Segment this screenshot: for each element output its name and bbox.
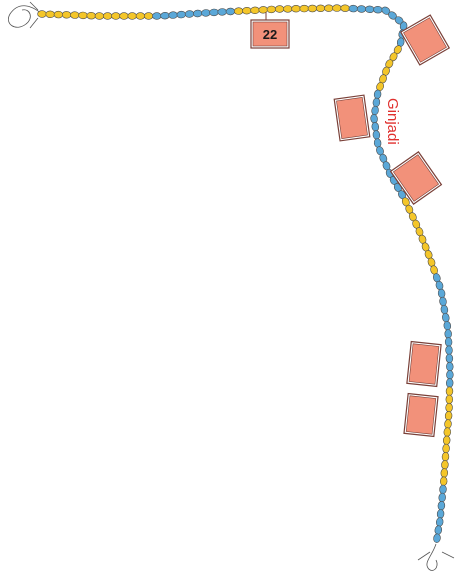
bead-yellow	[443, 427, 452, 437]
bead-blue	[168, 11, 178, 19]
pendant-lower-2	[403, 392, 439, 438]
bead-yellow	[78, 11, 88, 20]
bead-blue	[434, 525, 443, 535]
bead-yellow	[111, 12, 121, 20]
bead-yellow	[135, 12, 146, 20]
bead-yellow	[442, 435, 451, 445]
bead-yellow	[441, 460, 449, 470]
bead-blue	[348, 4, 358, 13]
bead-blue	[436, 509, 445, 519]
bead-blue	[201, 9, 211, 17]
bead-yellow	[291, 4, 301, 13]
bead-blue	[445, 378, 454, 388]
bead-yellow	[332, 4, 342, 12]
bead-blue	[217, 8, 227, 16]
bead-yellow	[45, 10, 55, 19]
bead-blue	[372, 130, 381, 140]
bead-blue	[438, 492, 446, 503]
bead-yellow	[307, 4, 318, 13]
bead-strand	[37, 4, 454, 543]
bead-blue	[371, 122, 380, 132]
bead-yellow	[283, 5, 293, 13]
left-clasp-icon	[8, 1, 43, 29]
bead-blue	[433, 533, 441, 543]
bead-blue	[445, 345, 453, 355]
bead-yellow	[102, 12, 113, 20]
bead-yellow	[340, 4, 350, 12]
bead-yellow	[442, 443, 450, 454]
bead-blue	[365, 5, 375, 14]
bead-blue	[445, 353, 454, 364]
number-tag: 22	[250, 19, 290, 49]
bead-yellow	[445, 386, 454, 396]
bead-blue	[193, 9, 203, 18]
bead-yellow	[37, 10, 47, 18]
bead-blue	[225, 7, 236, 16]
bead-blue	[435, 517, 444, 527]
bead-yellow	[266, 5, 277, 14]
bead-blue	[446, 361, 454, 372]
bead-blue	[437, 501, 446, 511]
pendant-lower-1	[406, 340, 442, 388]
bead-yellow	[127, 12, 137, 20]
bead-yellow	[444, 411, 453, 421]
bead-yellow	[233, 7, 244, 15]
bead-yellow	[299, 4, 309, 13]
bead-yellow	[445, 394, 454, 405]
bead-yellow	[439, 476, 448, 486]
pendant-left	[333, 94, 371, 142]
bead-blue	[439, 484, 447, 495]
bead-blue	[442, 312, 450, 323]
bead-yellow	[86, 11, 96, 20]
bead-yellow	[143, 12, 154, 20]
bead-yellow	[250, 6, 260, 15]
bead-yellow	[445, 402, 453, 413]
clasps	[8, 1, 455, 571]
bead-yellow	[441, 452, 450, 462]
bead-blue	[373, 138, 382, 148]
bead-blue	[439, 296, 447, 307]
bead-blue	[176, 10, 186, 19]
bead-yellow	[70, 11, 80, 19]
vertical-label: Ginjadi	[384, 98, 401, 145]
bead-blue	[443, 321, 452, 331]
bead-blue	[440, 304, 449, 315]
bead-yellow	[94, 12, 105, 20]
bead-yellow	[274, 5, 285, 13]
bead-blue	[184, 10, 195, 18]
bead-blue	[370, 114, 378, 124]
bead-yellow	[444, 419, 452, 429]
bead-blue	[444, 329, 452, 339]
bead-yellow	[324, 4, 334, 12]
bead-yellow	[53, 10, 64, 19]
bead-blue	[372, 97, 381, 108]
bead-yellow	[61, 11, 72, 19]
pendants: 22	[250, 12, 451, 438]
bead-blue	[446, 370, 454, 380]
bead-blue	[371, 105, 379, 116]
bead-yellow	[119, 12, 129, 20]
pendant-middle-right	[389, 151, 443, 205]
bead-yellow	[315, 4, 326, 13]
bead-yellow	[242, 6, 252, 15]
bead-yellow	[440, 468, 449, 478]
bead-blue	[209, 8, 219, 17]
bead-blue	[444, 337, 453, 347]
right-clasp-icon	[417, 543, 455, 571]
bead-blue	[152, 12, 162, 20]
bead-blue	[160, 11, 170, 20]
bead-blue	[356, 5, 367, 13]
bead-blue	[437, 288, 446, 299]
pendant-top-right	[399, 14, 451, 66]
pendant-number: 22	[263, 27, 277, 42]
bead-blue	[373, 5, 383, 14]
